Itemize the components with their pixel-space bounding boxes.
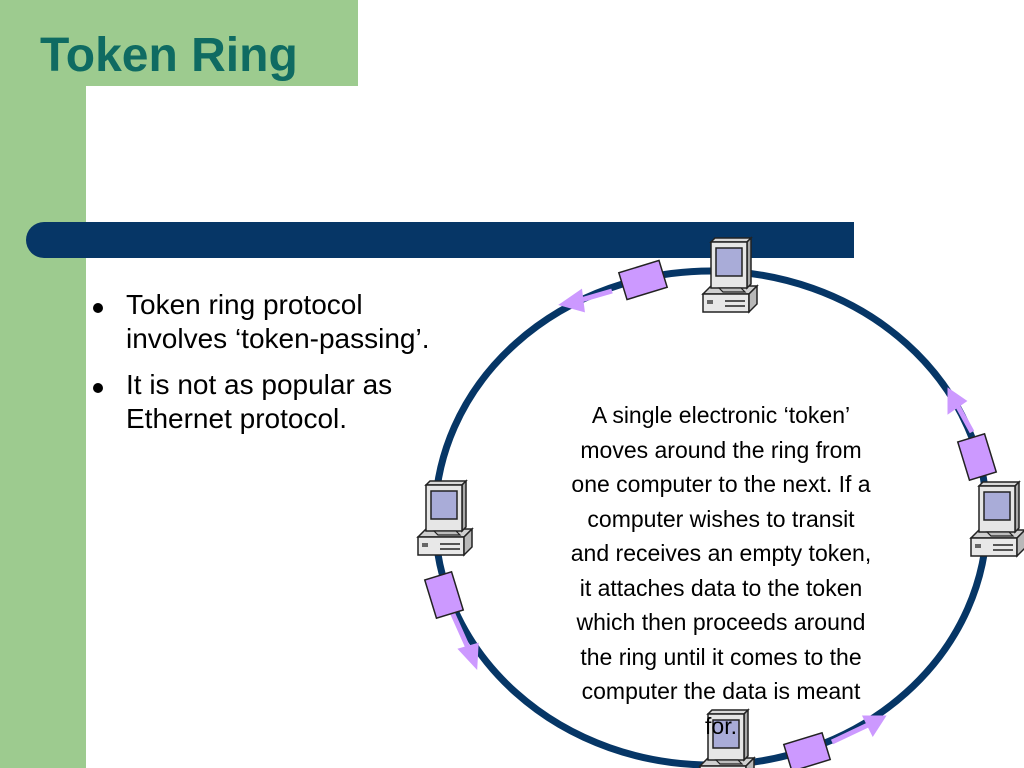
caption-line: the ring until it comes to the bbox=[580, 643, 862, 670]
token-packet bbox=[782, 731, 832, 768]
computer-icon bbox=[417, 480, 473, 556]
ring-arrow bbox=[558, 288, 613, 313]
caption-line: it attaches data to the token bbox=[579, 574, 863, 601]
caption-line: which then proceeds around bbox=[576, 609, 866, 635]
caption-line: computer wishes to transit bbox=[587, 505, 855, 532]
title-band bbox=[0, 0, 358, 86]
caption-line: computer the data is meant bbox=[581, 678, 861, 704]
caption-line: moves around the ring from bbox=[580, 436, 862, 463]
bullet-icon bbox=[93, 383, 103, 394]
bullet-text: Token ring protocol involves ‘token-pass… bbox=[126, 289, 430, 355]
token-packet bbox=[956, 432, 998, 482]
caption-line: A single electronic ‘token’ bbox=[591, 402, 851, 428]
slide-title: Token Ring bbox=[40, 29, 298, 82]
bullet-icon bbox=[93, 303, 103, 313]
bullet-list: Token ring protocol involves ‘token-pass… bbox=[86, 288, 446, 449]
bullet-text: It is not as popular as Ethernet protoco… bbox=[126, 369, 393, 435]
sidebar-band bbox=[0, 0, 86, 768]
token-packet bbox=[423, 570, 465, 620]
caption-line: for. bbox=[705, 712, 737, 739]
caption-line: and receives an empty token, bbox=[570, 540, 872, 566]
bullet-item: Token ring protocol involves ‘token-pass… bbox=[86, 288, 446, 356]
ring-arrow bbox=[449, 610, 479, 671]
ring-caption: A single electronic ‘token’ moves around… bbox=[526, 398, 916, 743]
ring-arrow bbox=[947, 387, 975, 434]
token-packet bbox=[617, 259, 669, 301]
caption-line: one computer to the next. If a bbox=[571, 471, 871, 497]
computer-icon bbox=[970, 481, 1024, 557]
content-panel bbox=[86, 86, 1024, 768]
computer-icon bbox=[702, 237, 758, 313]
bullet-item: It is not as popular as Ethernet protoco… bbox=[86, 368, 446, 436]
ring-arrow bbox=[830, 715, 887, 745]
